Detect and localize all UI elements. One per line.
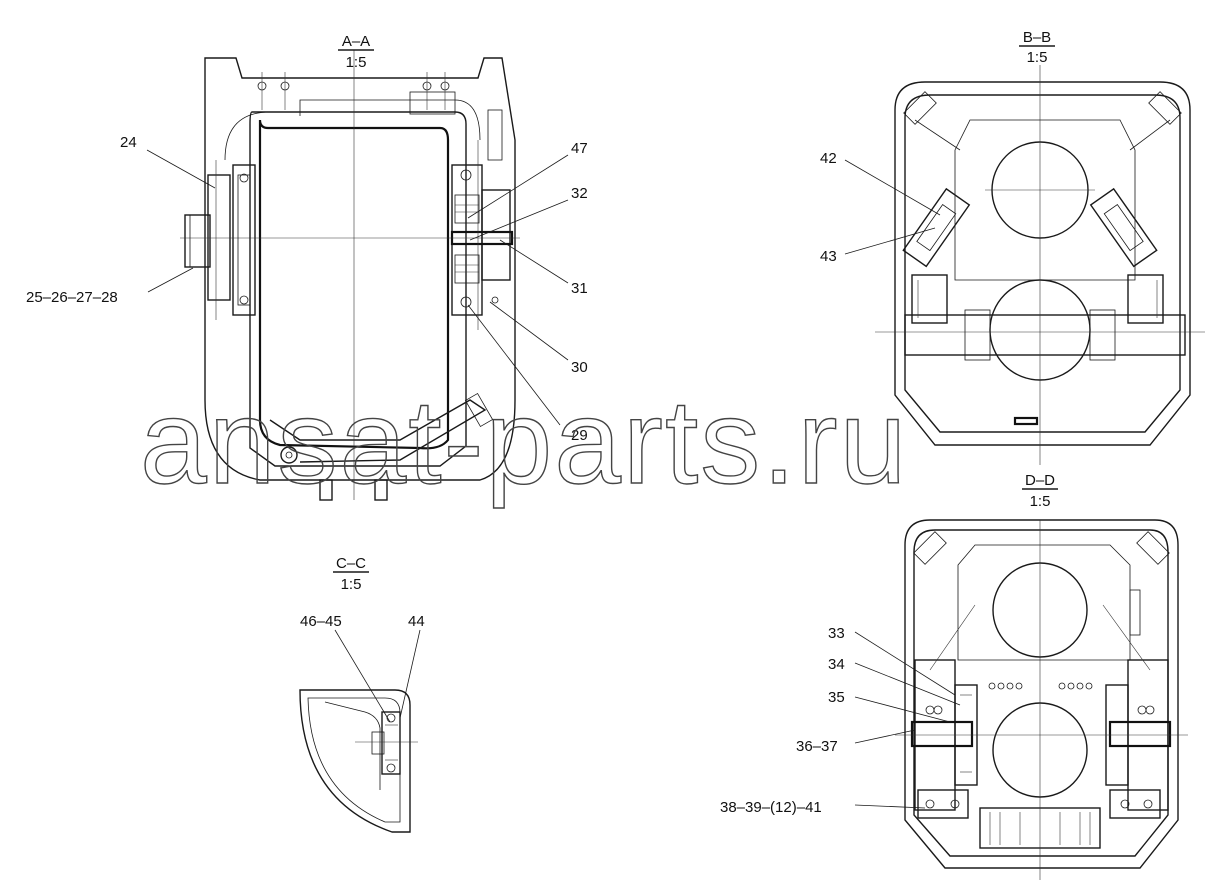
view-section-dd — [895, 519, 1188, 880]
callouts: 24 25–26–27–28 47 32 31 30 29 42 43 46–4… — [26, 134, 845, 816]
section-dd-title: D–D — [1025, 472, 1055, 489]
watermark: ansat-parts.ru — [140, 375, 908, 509]
section-dd-scale: 1:5 — [1030, 493, 1051, 510]
view-section-aa — [180, 50, 520, 501]
callout-24: 24 — [120, 134, 137, 151]
section-bb-scale: 1:5 — [1027, 49, 1048, 66]
callout-35: 35 — [828, 689, 845, 706]
callout-43: 43 — [820, 248, 837, 265]
view-section-cc — [299, 689, 418, 833]
section-titles: A–A 1:5 B–B 1:5 C–C 1:5 D–D 1:5 — [333, 29, 1058, 593]
callout-44: 44 — [408, 613, 425, 630]
section-cc-scale: 1:5 — [341, 576, 362, 593]
leader-lines — [146, 149, 961, 809]
callout-42: 42 — [820, 150, 837, 167]
callout-25-28: 25–26–27–28 — [26, 289, 118, 306]
callout-38-41: 38–39–(12)–41 — [720, 799, 822, 816]
callout-34: 34 — [828, 656, 845, 673]
section-bb-title: B–B — [1023, 29, 1051, 46]
section-aa-title: A–A — [342, 33, 370, 50]
callout-31: 31 — [571, 280, 588, 297]
section-aa-scale: 1:5 — [346, 54, 367, 71]
callout-33: 33 — [828, 625, 845, 642]
callout-29: 29 — [571, 427, 588, 444]
callout-36-37: 36–37 — [796, 738, 838, 755]
callout-47: 47 — [571, 140, 588, 157]
callout-30: 30 — [571, 359, 588, 376]
view-section-bb — [875, 65, 1205, 465]
callout-46-45: 46–45 — [300, 613, 342, 630]
section-cc-title: C–C — [336, 555, 366, 572]
callout-32: 32 — [571, 185, 588, 202]
